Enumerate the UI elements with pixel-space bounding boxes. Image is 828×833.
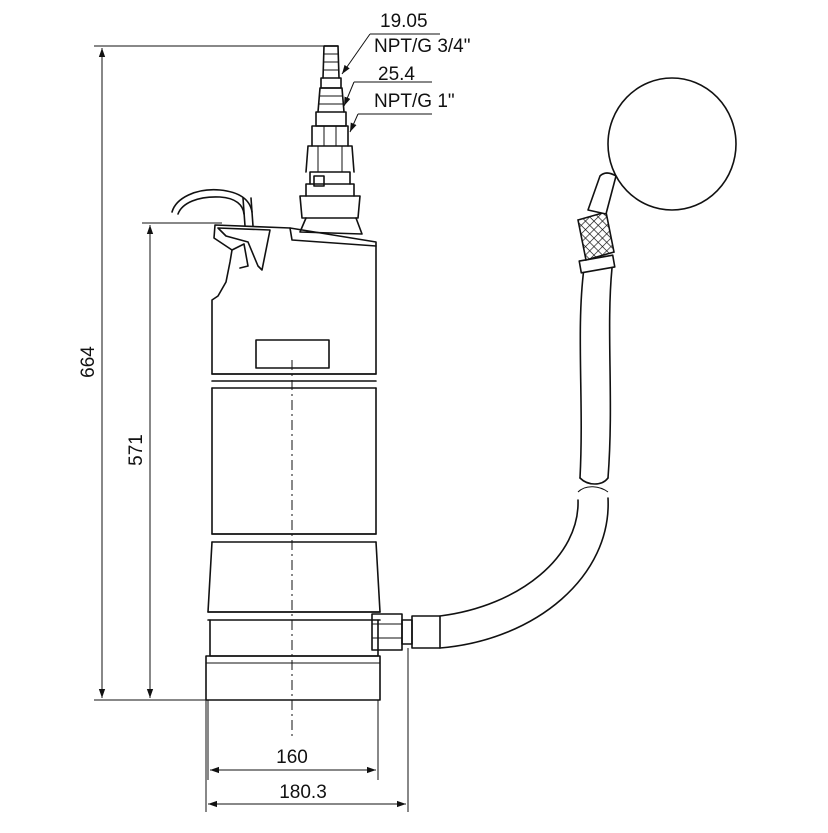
fitting-2-size: 25.4 [378,64,415,85]
total-height-label: 664 [78,346,99,378]
discharge-fitting [299,45,363,235]
fitting-2-thread: NPT/G 1" [374,91,455,112]
dimension-body-height: 571 [126,222,222,698]
pump-body [205,224,381,701]
body-diameter-label: 160 [276,747,308,768]
fitting-1-thread: NPT/G 3/4" [374,36,471,57]
overall-width-label: 180.3 [279,782,327,803]
dimension-body-diameter: 160 [207,700,379,780]
fitting-1-size: 19.05 [380,11,428,32]
float-switch [371,77,737,651]
dimension-overall-width: 180.3 [205,648,409,812]
body-height-label: 571 [126,434,147,466]
float-ball [607,77,737,211]
fitting-callouts: 19.05 NPT/G 3/4" 25.4 NPT/G 1" [341,11,471,133]
dimension-total-height: 664 [78,45,328,701]
power-cable [171,188,254,227]
